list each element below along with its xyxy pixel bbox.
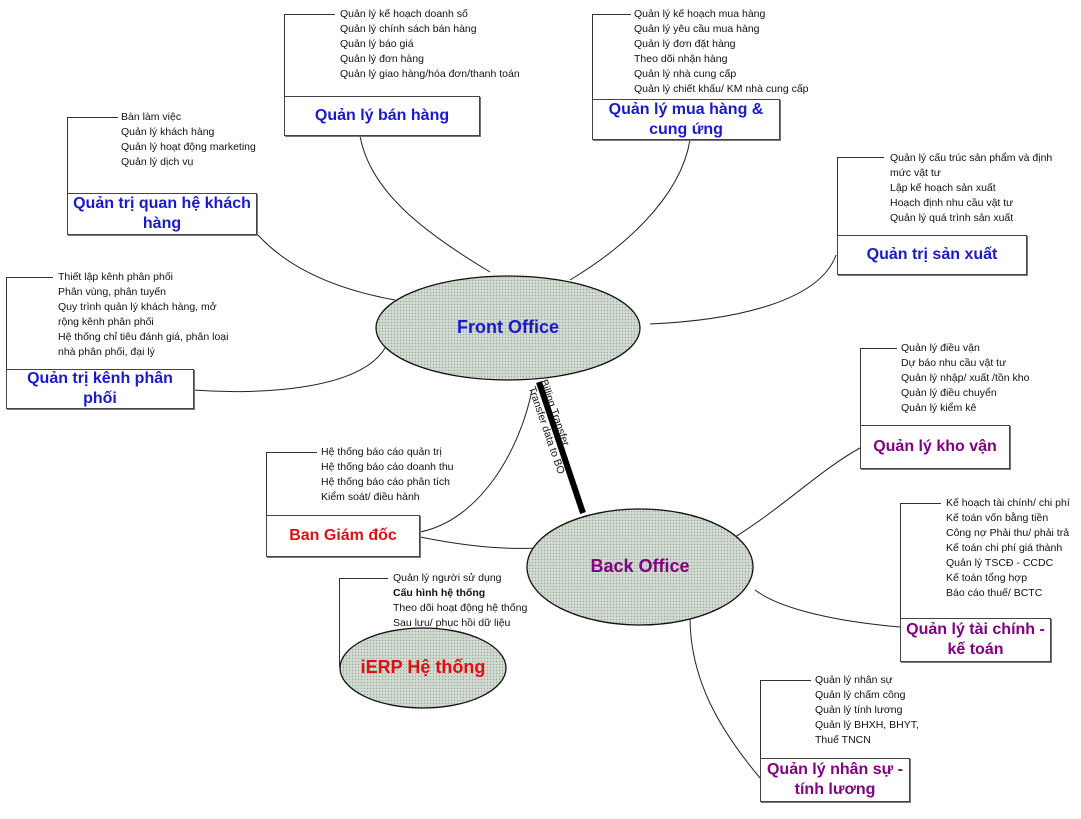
list-item: Phân vùng, phân tuyến bbox=[58, 286, 167, 298]
tai-chinh-items: Kế hoạch tài chính/ chi phí Kế toán vốn … bbox=[946, 496, 1070, 601]
list-item: Quản lý người sử dụng bbox=[393, 572, 502, 584]
kho-van-items: Quản lý điều vận Dự báo nhu cầu vật tư Q… bbox=[901, 341, 1029, 416]
list-item: Quản lý đơn hàng bbox=[340, 53, 424, 65]
mua-hang-items: Quản lý kế hoạch mua hàng Quản lý yêu cầ… bbox=[634, 7, 809, 97]
list-item: Hoạch định nhu cầu vật tư bbox=[890, 197, 1014, 209]
list-item: Quy trình quản lý khách hàng, mở rộng kê… bbox=[58, 301, 217, 328]
ban-giam-doc-bracket bbox=[266, 452, 317, 516]
list-item: Quản lý hoạt động marketing bbox=[121, 141, 256, 153]
connector-ban-giam-doc-1 bbox=[419, 389, 533, 533]
list-item: Quản lý BHXH, BHYT, Thuế TNCN bbox=[815, 719, 919, 746]
connector-tai-chinh bbox=[754, 589, 901, 628]
crm-items: Bàn làm việc Quản lý khách hàng Quản lý … bbox=[121, 110, 256, 170]
list-item: Kế hoạch tài chính/ chi phí bbox=[946, 497, 1070, 509]
module-kho-van[interactable]: Quản lý kho vận bbox=[860, 425, 1010, 469]
list-item: Cấu hình hệ thống bbox=[393, 587, 486, 599]
list-item: Quản lý nhân sự bbox=[815, 674, 893, 686]
list-item: Quản lý báo giá bbox=[340, 38, 414, 50]
connector-ban-giam-doc-2 bbox=[419, 536, 537, 549]
list-item: Quản lý điều vận bbox=[901, 342, 980, 354]
crm-bracket bbox=[67, 117, 118, 194]
connector-kho-van bbox=[729, 447, 861, 541]
connector-crm bbox=[257, 234, 396, 301]
list-item: Báo cáo thuế/ BCTC bbox=[946, 587, 1043, 599]
ban-giam-doc-items: Hệ thống báo cáo quản trị Hệ thống báo c… bbox=[321, 445, 454, 505]
list-item: Quản lý đơn đặt hàng bbox=[634, 38, 736, 50]
list-item: Quản lý yêu cầu mua hàng bbox=[634, 23, 760, 35]
nhan-su-items: Quản lý nhân sự Quản lý chấm công Quản l… bbox=[815, 673, 935, 748]
module-tai-chinh[interactable]: Quản lý tài chính - kế toán bbox=[900, 618, 1051, 662]
list-item: Theo dõi hoạt động hệ thống bbox=[393, 602, 528, 614]
module-crm[interactable]: Quản trị quan hệ khách hàng bbox=[67, 193, 257, 235]
list-item: Kế toán vốn bằng tiền bbox=[946, 512, 1049, 524]
module-ban-giam-doc[interactable]: Ban Giám đốc bbox=[266, 515, 420, 557]
list-item: Quản lý nhập/ xuất /tồn kho bbox=[901, 372, 1030, 384]
mua-hang-bracket bbox=[592, 14, 631, 101]
kenh-bracket bbox=[6, 277, 53, 370]
list-item: Quản lý điều chuyển bbox=[901, 387, 997, 399]
list-item: Bàn làm việc bbox=[121, 111, 182, 123]
connector-nhan-su bbox=[689, 616, 761, 779]
san-xuat-bracket bbox=[837, 157, 884, 236]
kenh-items: Thiết lập kênh phân phối Phân vùng, phân… bbox=[58, 270, 238, 360]
connector-mua-hang bbox=[569, 139, 691, 281]
list-item: Quản lý quá trình sản xuất bbox=[890, 212, 1014, 224]
list-item: Quản lý kế hoạch doanh số bbox=[340, 8, 468, 20]
list-item: Kế toán chi phí giá thành bbox=[946, 542, 1063, 554]
tai-chinh-bracket bbox=[900, 503, 941, 619]
connector-kenh bbox=[192, 347, 386, 393]
list-item: Hệ thống báo cáo phân tích bbox=[321, 476, 451, 488]
list-item: Thiết lập kênh phân phối bbox=[58, 271, 174, 283]
he-thong-items: Quản lý người sử dụng Cấu hình hệ thống … bbox=[393, 571, 527, 631]
list-item: Quản lý khách hàng bbox=[121, 126, 215, 138]
module-kenh-phan-phoi[interactable]: Quản trị kênh phân phối bbox=[6, 369, 194, 409]
back-office-ellipse bbox=[526, 508, 754, 626]
ierp-ellipse bbox=[339, 627, 507, 709]
module-san-xuat[interactable]: Quản trị sản xuất bbox=[837, 235, 1027, 275]
connector-san-xuat bbox=[649, 254, 837, 325]
list-item: Quản lý nhà cung cấp bbox=[634, 68, 737, 80]
he-thong-bracket bbox=[339, 578, 388, 667]
billing-transfer-link bbox=[536, 381, 586, 514]
list-item: Lập kế hoạch sản xuất bbox=[890, 182, 996, 194]
list-item: Kiểm soát/ điều hành bbox=[321, 491, 420, 503]
module-mua-hang[interactable]: Quản lý mua hàng & cung ứng bbox=[592, 99, 780, 140]
list-item: Quản lý giao hàng/hóa đơn/thanh toán bbox=[340, 68, 520, 80]
san-xuat-items: Quản lý cấu trúc sản phẩm và định mức vậ… bbox=[890, 151, 1070, 226]
list-item: Quản lý chấm công bbox=[815, 689, 906, 701]
list-item: Hệ thống báo cáo quản trị bbox=[321, 446, 442, 458]
list-item: Quản lý dịch vụ bbox=[121, 156, 194, 168]
list-item: Hệ thống chỉ tiêu đánh giá, phân loại nh… bbox=[58, 331, 229, 358]
list-item: Quản lý cấu trúc sản phẩm và định mức vậ… bbox=[890, 152, 1053, 179]
front-office-label: Front Office bbox=[457, 317, 559, 337]
ierp-label: iERP Hệ thống bbox=[360, 657, 486, 677]
list-item: Dự báo nhu cầu vật tư bbox=[901, 357, 1007, 369]
list-item: Theo dõi nhận hàng bbox=[634, 53, 728, 65]
list-item: Quản lý chiết khấu/ KM nhà cung cấp bbox=[634, 83, 809, 95]
list-item: Kế toán tổng hợp bbox=[946, 572, 1028, 584]
list-item: Quản lý kiểm kê bbox=[901, 402, 977, 414]
module-ban-hang[interactable]: Quản lý bán hàng bbox=[284, 96, 480, 136]
list-item: Quản lý kế hoạch mua hàng bbox=[634, 8, 766, 20]
list-item: Hệ thống báo cáo doanh thu bbox=[321, 461, 454, 473]
connector-ban-hang bbox=[359, 135, 491, 273]
list-item: Quản lý tính lương bbox=[815, 704, 903, 716]
kho-van-bracket bbox=[860, 348, 897, 426]
list-item: Quản lý TSCĐ - CCDC bbox=[946, 557, 1054, 569]
back-office-label: Back Office bbox=[590, 556, 690, 576]
ban-hang-items: Quản lý kế hoạch doanh số Quản lý chính … bbox=[340, 7, 520, 82]
list-item: Sau lưu/ phục hồi dữ liệu bbox=[393, 617, 511, 629]
module-nhan-su[interactable]: Quản lý nhân sự - tính lương bbox=[760, 758, 910, 802]
front-office-ellipse bbox=[375, 275, 641, 381]
list-item: Quản lý chính sách bán hàng bbox=[340, 23, 477, 35]
ban-hang-bracket bbox=[284, 14, 335, 97]
list-item: Công nợ Phải thu/ phải trả bbox=[946, 527, 1070, 539]
nhan-su-bracket bbox=[760, 680, 811, 759]
